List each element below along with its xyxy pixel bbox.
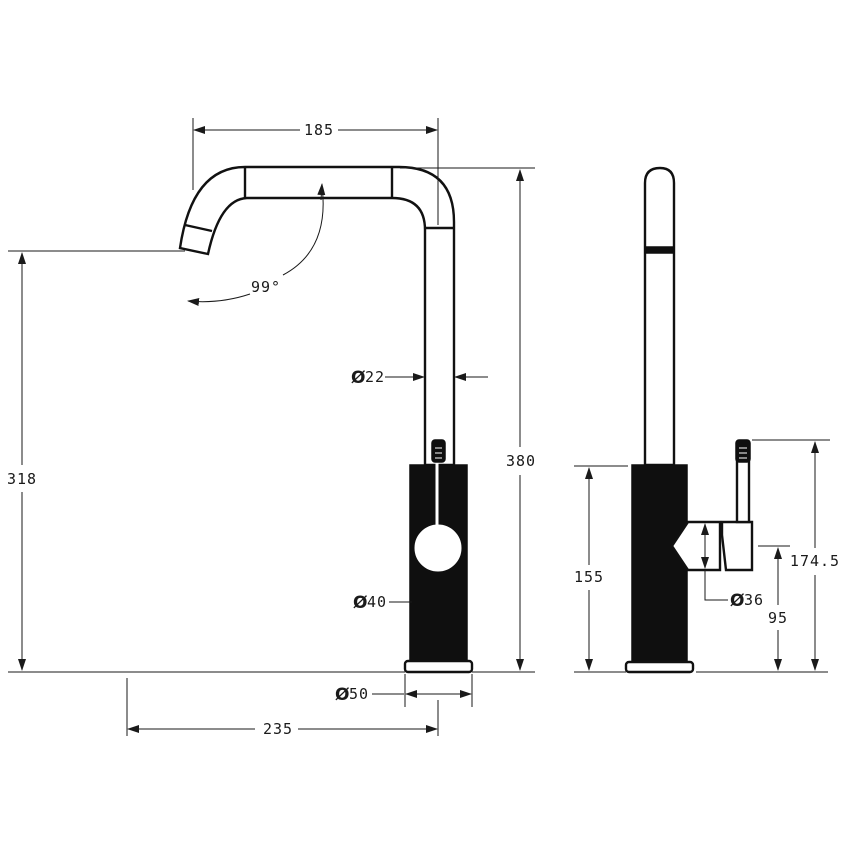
spout-width-label: 185 <box>304 121 334 139</box>
body-diameter-label: 40 <box>367 593 387 611</box>
lever-height-dimension: 174.5 <box>752 439 840 671</box>
lever-height-label: 174.5 <box>790 552 840 570</box>
front-view: 185 99° Ø 22 318 <box>7 118 536 738</box>
side-body <box>624 439 754 674</box>
handle-diameter-symbol: Ø <box>730 591 744 611</box>
handle-height-dimension: 95 <box>696 545 828 673</box>
spout-angle-dimension: 99° <box>187 183 326 307</box>
body-height-dimension: 155 <box>574 465 628 673</box>
overall-height-label: 380 <box>506 452 536 470</box>
handle-diameter-dimension: Ø 36 <box>701 523 764 611</box>
side-spout <box>643 166 676 467</box>
reach-dimension: 235 <box>126 678 439 738</box>
spout-angle-label: 99° <box>251 278 281 296</box>
spout <box>178 165 456 467</box>
overall-height-dimension: 380 <box>400 167 536 673</box>
base-diameter-symbol: Ø <box>335 685 349 705</box>
tube-diameter-label: 22 <box>365 368 385 386</box>
body-diameter-symbol: Ø <box>353 593 367 613</box>
base-diameter-label: 50 <box>349 685 369 703</box>
reach-label: 235 <box>263 720 293 738</box>
side-view: 155 Ø 36 95 174.5 <box>574 166 840 674</box>
body-height-label: 155 <box>574 568 604 586</box>
outlet-height-dimension: 318 <box>7 250 405 673</box>
outlet-height-label: 318 <box>7 470 37 488</box>
handle-height-label: 95 <box>768 609 788 627</box>
faucet-body <box>403 439 474 674</box>
body-diameter-dimension: Ø 40 <box>353 593 412 613</box>
base-diameter-dimension: Ø 50 <box>335 674 473 707</box>
tube-diameter-symbol: Ø <box>351 368 365 388</box>
tube-diameter-dimension: Ø 22 <box>351 368 488 388</box>
handle-diameter-label: 36 <box>744 591 764 609</box>
spout-width-dimension: 185 <box>192 118 439 225</box>
